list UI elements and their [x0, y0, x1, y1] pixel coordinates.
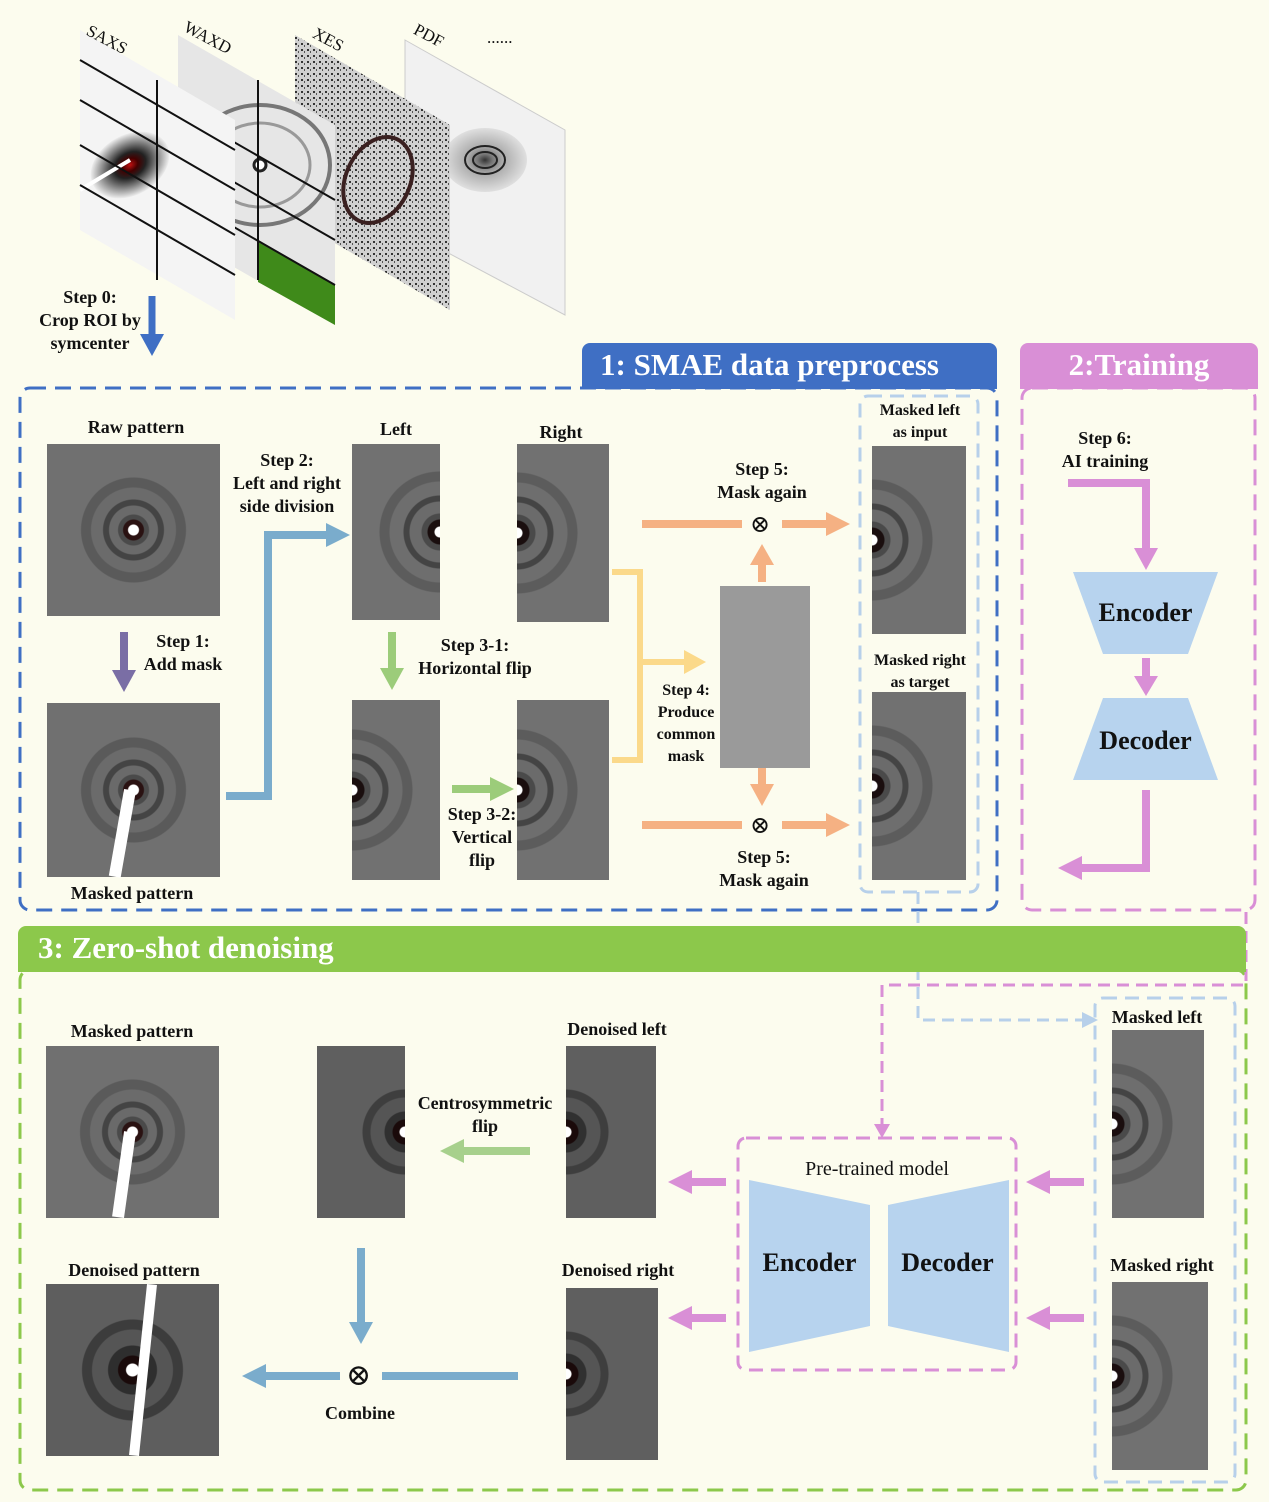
detector-stack-graphic: [78, 30, 566, 325]
masked-right-target-image: [872, 692, 966, 880]
pretrained-model-label: Pre-trained model: [805, 1158, 949, 1180]
step3-2-line2: Vertical: [451, 827, 513, 847]
step5-top-line2: Mask again: [717, 482, 807, 502]
pretrained-decoder-label: Decoder: [901, 1248, 994, 1277]
step5-bottom-line1: Step 5:: [737, 847, 791, 867]
training-decoder-shape: [1073, 698, 1218, 780]
training-encoder-label: Encoder: [1098, 598, 1193, 627]
section1-title-bar: 1: SMAE data preprocess: [582, 343, 997, 389]
step6-line2: AI training: [1061, 451, 1149, 471]
pretrained-encoder-shape: [749, 1180, 870, 1352]
masked-right-target-line2: as target: [890, 674, 950, 691]
s3-masked-left-label: Masked left: [1111, 1007, 1203, 1027]
step2-line3: side division: [239, 496, 335, 516]
section1-title: 1: SMAE data preprocess: [600, 347, 939, 382]
otimes-top-icon: ⊗: [750, 512, 771, 538]
step2-line1: Step 2:: [260, 450, 314, 470]
step3-2-label: Step 3-2: Vertical flip: [436, 803, 528, 872]
masked-left-input-label: Masked left as input: [860, 400, 980, 444]
otimes-bottom-icon: ⊗: [750, 813, 771, 839]
step1-line2: Add mask: [143, 654, 223, 674]
step3-2-line1: Step 3-2:: [447, 804, 517, 824]
step3-2-line3: flip: [468, 850, 495, 870]
denoised-left-label: Denoised left: [567, 1019, 667, 1039]
step6-line1: Step 6:: [1078, 428, 1132, 448]
right-half-image: [517, 444, 609, 622]
centro-flip-label: Centrosymmetric flip: [400, 1092, 570, 1138]
s3-masked-left-image: [1112, 1030, 1204, 1218]
step3-1-label: Step 3-1: Horizontal flip: [400, 634, 550, 680]
flipped-denoised-image: [317, 1046, 405, 1218]
step2-line2: Left and right: [233, 473, 341, 493]
section2-title-bar: 2:Training: [1020, 343, 1258, 389]
step5-top-line1: Step 5:: [735, 459, 789, 479]
step4-line1: Step 4:: [662, 682, 710, 699]
step2-label: Step 2: Left and right side division: [220, 449, 354, 518]
centro-line1: Centrosymmetric: [417, 1093, 553, 1113]
step0-line1: Step 0:: [63, 287, 117, 307]
step3-1-line1: Step 3-1:: [440, 635, 510, 655]
masked-left-input-line2: as input: [892, 424, 948, 441]
step0-line2: Crop ROI by: [39, 310, 141, 330]
s3-masked-right-image: [1112, 1282, 1208, 1470]
common-mask-image: [720, 586, 810, 768]
masked-left-input-line1: Masked left: [879, 402, 961, 419]
right-label: Right: [539, 422, 583, 442]
h-flipped-image: [352, 700, 440, 880]
step1-label: Step 1: Add mask: [128, 630, 238, 676]
pretrained-decoder-shape: [888, 1180, 1009, 1352]
denoised-left-image: [566, 1046, 656, 1218]
training-decoder-label: Decoder: [1099, 726, 1192, 755]
denoised-right-label: Denoised right: [561, 1260, 675, 1280]
step4-line4: mask: [667, 748, 705, 765]
pretrained-encoder-label: Encoder: [762, 1248, 857, 1277]
left-half-image: [352, 444, 440, 620]
step0-label: Step 0: Crop ROI by symcenter: [10, 286, 170, 355]
step3-1-line2: Horizontal flip: [418, 658, 532, 678]
label-more: ......: [487, 28, 513, 47]
section3-title-bar: 3: Zero-shot denoising: [18, 926, 1246, 972]
step0-line3: symcenter: [50, 333, 130, 353]
v-flipped-image: [517, 700, 609, 880]
step4-label: Step 4: Produce common mask: [642, 680, 730, 768]
combine-label: Combine: [324, 1403, 395, 1423]
masked-pattern-label: Masked pattern: [70, 883, 194, 903]
step5-bottom-line2: Mask again: [719, 870, 809, 890]
section2-title: 2:Training: [1068, 347, 1210, 382]
section3-title: 3: Zero-shot denoising: [38, 930, 334, 965]
masked-right-target-label: Masked right as target: [860, 650, 980, 694]
step4-line3: common: [656, 726, 716, 743]
combine-otimes-icon: ⊗: [346, 1359, 372, 1392]
masked-right-target-line1: Masked right: [874, 652, 966, 669]
training-encoder-shape: [1073, 572, 1218, 654]
step1-line1: Step 1:: [156, 631, 210, 651]
raw-pattern-image: [47, 444, 220, 616]
step4-line2: Produce: [657, 704, 715, 721]
masked-left-input-image: [872, 446, 966, 634]
s3-masked-right-label: Masked right: [1110, 1255, 1214, 1275]
step6-label: Step 6: AI training: [1040, 427, 1170, 473]
step5-top-label: Step 5: Mask again: [700, 458, 824, 504]
denoised-pattern-label: Denoised pattern: [68, 1260, 200, 1280]
left-label: Left: [380, 419, 412, 439]
centro-line2: flip: [471, 1116, 498, 1136]
s3-masked-pattern-label: Masked pattern: [70, 1021, 194, 1041]
step5-bottom-label: Step 5: Mask again: [702, 846, 826, 892]
raw-pattern-label: Raw pattern: [87, 417, 185, 437]
denoised-right-image: [566, 1288, 658, 1460]
